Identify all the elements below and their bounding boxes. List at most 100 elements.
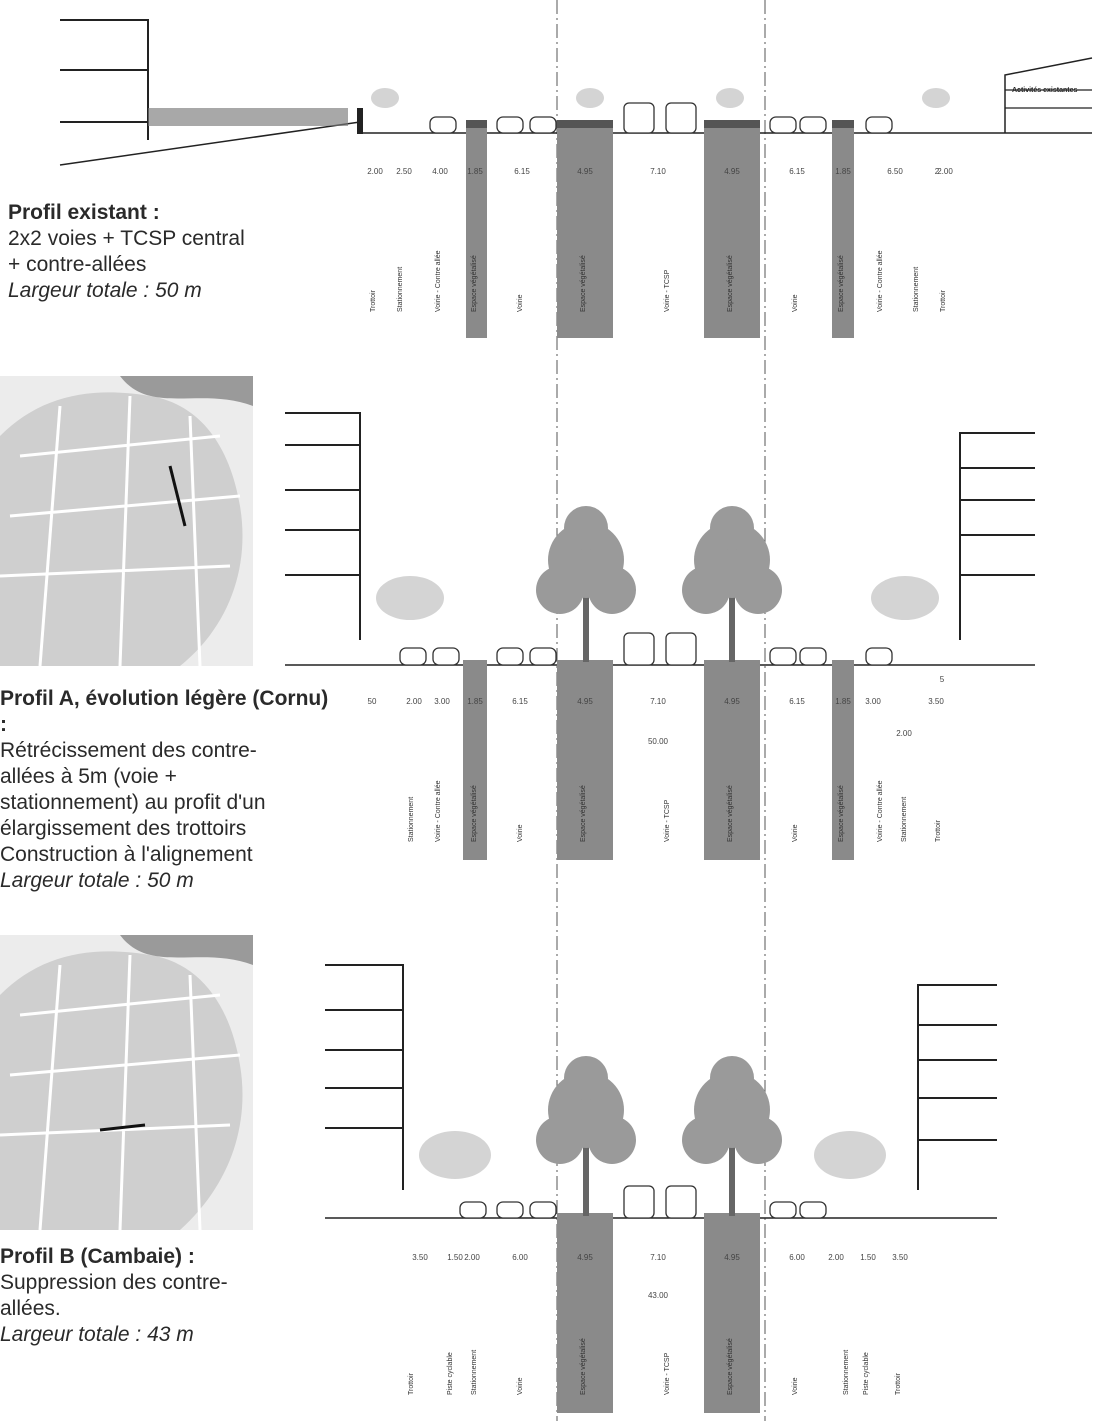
dimension-value: 6.50 — [887, 167, 903, 176]
lane-label: Espace végétalisé — [471, 255, 478, 312]
profile-a-section — [285, 412, 1035, 666]
lane-label: Trottoir — [408, 1372, 415, 1395]
lane-label: Voirie — [517, 294, 524, 312]
lane-label: Voirie — [792, 1377, 799, 1395]
dimension-value: 6.00 — [789, 1253, 805, 1262]
dimension-value: 7.10 — [650, 167, 666, 176]
dimension-value: 6.15 — [789, 167, 805, 176]
axis-lines — [556, 0, 766, 1421]
lane-label: Trottoir — [895, 1372, 902, 1395]
caption-title: Profil B (Cambaie) : — [0, 1245, 195, 1268]
location-map-b — [0, 935, 253, 1230]
location-map-a — [0, 376, 253, 666]
tree-b-left — [536, 1056, 636, 1216]
caption-line: + contre-allées — [8, 253, 147, 276]
lane-label: Trottoir — [940, 289, 947, 312]
dimension-value: 4.95 — [724, 167, 740, 176]
dimension-value: 1.50 — [860, 1253, 876, 1262]
planted-strips-b — [557, 1213, 760, 1413]
top-bushes-existing — [466, 120, 854, 128]
dimension-value: 1.85 — [467, 697, 483, 706]
lane-label: Trottoir — [935, 819, 942, 842]
dimension-value: 3.50 — [892, 1253, 908, 1262]
lane-label: Espace végétalisé — [727, 255, 734, 312]
lane-label: Espace végétalisé — [580, 255, 587, 312]
dimension-value: 4.95 — [577, 167, 593, 176]
lane-label: Stationnement — [397, 267, 404, 312]
dimension-value: 2 — [935, 167, 940, 176]
dimension-value: 1.50 — [447, 1253, 463, 1262]
lane-label: Stationnement — [901, 797, 908, 842]
lane-label: Trottoir — [370, 289, 377, 312]
lane-label: Piste cyclable — [863, 1352, 870, 1395]
dimension-value: 3.00 — [434, 697, 450, 706]
dimension-value: 50 — [368, 697, 377, 706]
existing-activities-tag: Activités existantes — [1012, 87, 1077, 94]
hedge — [148, 108, 348, 126]
caption-existing: Profil existant : 2x2 voies + TCSP centr… — [8, 200, 308, 304]
planted-strips-existing — [466, 126, 854, 338]
caption-width: Largeur totale : 50 m — [8, 279, 202, 302]
map-a-drawing — [0, 376, 253, 666]
caption-line: 2x2 voies + TCSP central — [8, 227, 245, 250]
lane-label: Stationnement — [843, 1350, 850, 1395]
lane-label: Espace végétalisé — [580, 785, 587, 842]
caption-title: Profil A, évolution légère (Cornu) : — [0, 687, 329, 736]
dimension-value: 6.00 — [512, 1253, 528, 1262]
dimension-value: 2.00 — [406, 697, 422, 706]
caption-title: Profil existant : — [8, 201, 160, 224]
dimension-value: 3.50 — [412, 1253, 428, 1262]
planted-strips-a — [463, 660, 854, 860]
dimension-value: 4.95 — [577, 697, 593, 706]
lane-label: Espace végétalisé — [727, 785, 734, 842]
dimension-value: 7.10 — [650, 697, 666, 706]
light-bushes — [371, 88, 950, 1179]
dimension-value: 2.00 — [896, 729, 912, 738]
caption-line: stationnement) au profit d'un — [0, 791, 266, 814]
dimension-value: 6.15 — [512, 697, 528, 706]
lane-label: Voirie — [517, 824, 524, 842]
caption-line: allées à 5m (voie + — [0, 765, 177, 788]
dimension-value: 2.50 — [396, 167, 412, 176]
dimension-value: 2.00 — [828, 1253, 844, 1262]
dimension-value: 4.95 — [577, 1253, 593, 1262]
profile-b-section — [325, 964, 997, 1219]
total-width-value: 50.00 — [648, 737, 669, 746]
lane-label: Voirie - Contre allée — [435, 780, 442, 842]
map-b-drawing — [0, 935, 253, 1230]
dimension-value: 2.00 — [367, 167, 383, 176]
dimension-value: 1.85 — [835, 167, 851, 176]
lane-label: Espace végétalisé — [580, 1338, 587, 1395]
dimension-value: 4.00 — [432, 167, 448, 176]
caption-line: Construction à l'alignement — [0, 843, 253, 866]
caption-line: Rétrécissement des contre- — [0, 739, 257, 762]
caption-line: Suppression des contre- — [0, 1271, 228, 1294]
vehicles — [399, 102, 893, 1219]
dimension-value: 5 — [940, 675, 945, 684]
lane-label: Voirie — [792, 294, 799, 312]
caption-line: allées. — [0, 1297, 61, 1320]
dimension-value: 6.15 — [789, 697, 805, 706]
dimension-value: 7.10 — [650, 1253, 666, 1262]
dimension-layer: 2.00 2.50 4.00 1.85 6.15 4.95 7.10 4.95 6.15 1.85… — [367, 167, 953, 1300]
dimension-value: 2.00 — [937, 167, 953, 176]
dimension-value: 4.95 — [724, 1253, 740, 1262]
lane-label: Voirie - TCSP — [664, 799, 671, 842]
caption-profile-b: Profil B (Cambaie) : Suppression des con… — [0, 1244, 300, 1348]
trees — [536, 506, 782, 1216]
dimension-value: 3.00 — [865, 697, 881, 706]
lane-label: Espace végétalisé — [838, 255, 845, 312]
tree-a-left — [536, 506, 636, 662]
lane-label: Stationnement — [913, 267, 920, 312]
dimension-value: 4.95 — [724, 697, 740, 706]
caption-width: Largeur totale : 50 m — [0, 869, 194, 892]
lane-label: Espace végétalisé — [727, 1338, 734, 1395]
lane-label: Stationnement — [471, 1350, 478, 1395]
lane-label: Espace végétalisé — [471, 785, 478, 842]
tree-a-right — [682, 506, 782, 662]
caption-width: Largeur totale : 43 m — [0, 1323, 194, 1346]
caption-line: élargissement des trottoirs — [0, 817, 247, 840]
lane-label: Voirie - TCSP — [664, 269, 671, 312]
